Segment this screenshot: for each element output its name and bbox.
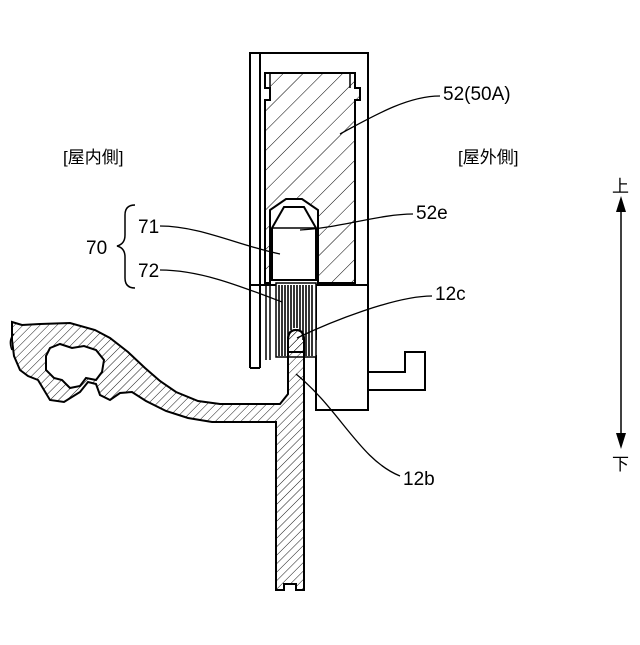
label-70: 70	[86, 238, 107, 259]
label-12c: 12c	[435, 284, 466, 305]
label-71: 71	[138, 217, 159, 238]
label-12b: 12b	[403, 469, 435, 490]
outdoor-side-label: [屋外側]	[458, 148, 518, 167]
indoor-side-label: [屋内側]	[63, 148, 123, 167]
block-71	[272, 207, 316, 280]
down-label: 下	[612, 455, 629, 474]
label-52: 52(50A)	[443, 84, 511, 105]
up-down-arrow	[616, 196, 626, 449]
brace-70	[117, 205, 135, 288]
label-52e: 52e	[416, 203, 448, 224]
up-label: 上	[612, 177, 629, 196]
label-72: 72	[138, 261, 159, 282]
